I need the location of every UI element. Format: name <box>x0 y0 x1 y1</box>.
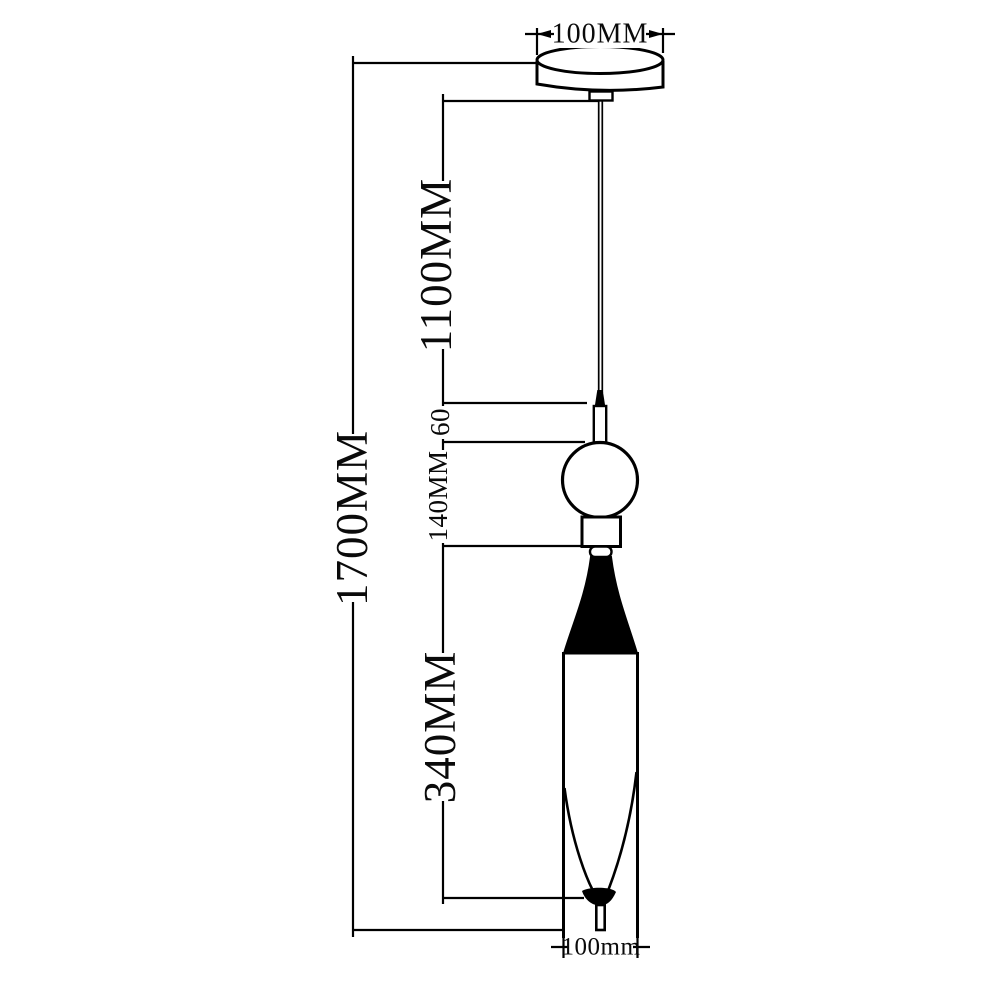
pendant-cord <box>597 100 604 393</box>
dimension-socket-height: 60 <box>425 401 587 444</box>
canopy-top-ellipse <box>535 45 665 75</box>
label-mask <box>423 450 452 543</box>
socket-height-label: 60 <box>425 408 455 436</box>
label-mask <box>569 935 633 959</box>
label-mask <box>426 406 455 439</box>
suspension-length-label: 1100MM <box>411 178 461 352</box>
shade-inner-curve-left <box>563 787 598 897</box>
label-mask <box>554 19 646 48</box>
ceiling-canopy <box>535 45 665 102</box>
canopy-diameter-label: 100MM <box>552 19 649 50</box>
shade-inner-tip <box>582 887 616 906</box>
arrowhead-right <box>649 30 663 38</box>
cord-grip <box>594 390 606 406</box>
dimension-total-height: 1700MM <box>327 56 563 937</box>
canopy-cord-connector <box>588 90 614 102</box>
lamp-shade <box>562 556 639 938</box>
arrowhead-left <box>537 30 551 38</box>
dimension-canopy-diameter: 100MM <box>525 19 675 55</box>
dimension-shade-diameter: 100mm <box>551 934 650 961</box>
shade-collar <box>588 545 613 559</box>
dimension-ball-assembly-height: 140MM <box>423 450 581 548</box>
ball-assembly-height-label: 140MM <box>423 450 453 541</box>
shade-inner-curve-right <box>604 771 638 897</box>
shade-diameter-label: 100mm <box>562 934 641 961</box>
decorative-block <box>580 515 622 548</box>
label-mask <box>412 181 461 349</box>
shade-height-label: 340MM <box>415 651 465 804</box>
dimension-shade-height: 340MM <box>415 651 584 900</box>
shade-bottom-stem <box>594 903 606 932</box>
shade-top-cone <box>562 556 639 655</box>
lamp-socket-tube <box>592 404 608 444</box>
label-mask <box>416 653 465 801</box>
decorative-sphere <box>560 440 640 520</box>
label-mask <box>328 434 377 602</box>
total-height-label: 1700MM <box>327 430 377 606</box>
